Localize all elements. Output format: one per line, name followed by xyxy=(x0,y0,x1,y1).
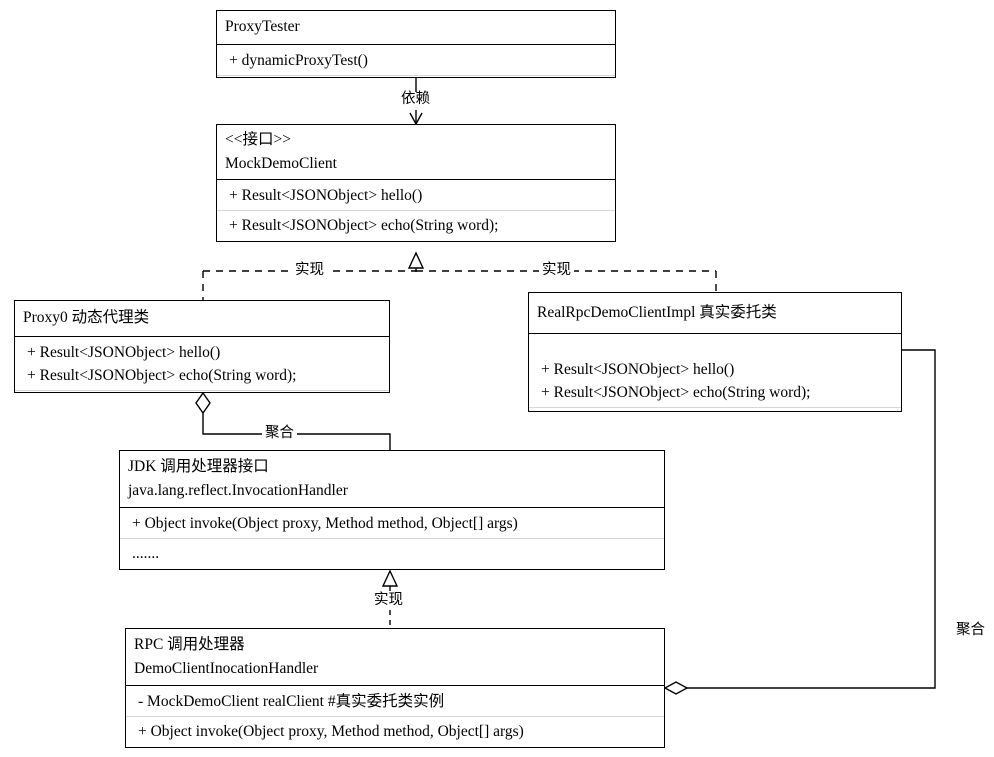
class-method: + Result<JSONObject> echo(String word); xyxy=(15,364,389,391)
class-method: + Object invoke(Object proxy, Method met… xyxy=(138,722,524,740)
dependency-open-arrowhead-icon xyxy=(409,112,423,126)
class-stereotype-interface: <<接口>> xyxy=(225,130,291,148)
class-header-real-rpc-demo-client-impl: RealRpcDemoClientImpl 真实委托类 xyxy=(529,293,901,334)
class-box-proxy-tester[interactable]: ProxyTester + dynamicProxyTest() xyxy=(216,10,616,78)
class-header-invocation-handler: JDK 调用处理器接口 java.lang.reflect.Invocation… xyxy=(120,451,664,508)
class-header-demo-client-invocation-handler: RPC 调用处理器 DemoClientInocationHandler xyxy=(126,629,664,686)
class-qualified-name-invocation-handler: java.lang.reflect.InvocationHandler xyxy=(128,481,348,499)
class-method: + Result<JSONObject> hello() xyxy=(27,343,221,361)
class-box-invocation-handler[interactable]: JDK 调用处理器接口 java.lang.reflect.Invocation… xyxy=(119,450,665,570)
edge-label-aggregation-left: 聚合 xyxy=(262,426,297,441)
class-methods-mock-demo-client: + Result<JSONObject> hello() + Result<JS… xyxy=(217,180,615,242)
class-name-proxy-tester: ProxyTester xyxy=(225,18,300,36)
class-name-proxy0: Proxy0 动态代理类 xyxy=(23,309,150,327)
class-name-mock-demo-client: MockDemoClient xyxy=(225,154,337,172)
class-method: + Result<JSONObject> hello() xyxy=(217,181,615,211)
class-name-invocation-handler: JDK 调用处理器接口 xyxy=(128,457,269,475)
class-methods-invocation-handler: + Object invoke(Object proxy, Method met… xyxy=(120,508,664,570)
class-header-mock-demo-client: <<接口>> MockDemoClient xyxy=(217,125,615,180)
edge-label-aggregation-right: 聚合 xyxy=(953,623,988,638)
class-name-real-rpc-demo-client-impl: RealRpcDemoClientImpl 真实委托类 xyxy=(537,303,777,321)
edge-label-realize-handler: 实现 xyxy=(371,593,406,608)
class-method-ellipsis: ....... xyxy=(132,544,160,562)
class-box-mock-demo-client[interactable]: <<接口>> MockDemoClient + Result<JSONObjec… xyxy=(216,124,616,242)
class-methods-proxy0: + Result<JSONObject> hello() + Result<JS… xyxy=(15,337,389,393)
aggregation-diamond-demohandler-icon xyxy=(663,681,689,695)
class-qualified-name-demo-client-invocation-handler: DemoClientInocationHandler xyxy=(134,659,319,677)
aggregation-diamond-proxy0-icon xyxy=(195,391,211,415)
class-box-real-rpc-demo-client-impl[interactable]: RealRpcDemoClientImpl 真实委托类 + Result<JSO… xyxy=(528,292,902,412)
class-methods-proxy-tester: + dynamicProxyTest() xyxy=(217,45,615,77)
realize-triangle-arrowhead-icon xyxy=(407,251,425,269)
class-name-demo-client-invocation-handler: RPC 调用处理器 xyxy=(134,635,245,653)
class-method: + Result<JSONObject> hello() xyxy=(541,360,735,378)
edge-label-realize-right: 实现 xyxy=(539,263,574,278)
realize-triangle-arrowhead-handler-icon xyxy=(381,569,399,587)
class-field: - MockDemoClient realClient #真实委托类实例 xyxy=(126,687,664,717)
class-method: + Result<JSONObject> echo(String word); xyxy=(229,216,499,234)
edge-label-realize-left: 实现 xyxy=(292,263,327,278)
class-header-proxy0: Proxy0 动态代理类 xyxy=(15,301,389,337)
edge-label-dependency: 依赖 xyxy=(398,92,433,107)
class-box-demo-client-invocation-handler[interactable]: RPC 调用处理器 DemoClientInocationHandler - M… xyxy=(125,628,665,748)
class-method: + Object invoke(Object proxy, Method met… xyxy=(120,509,664,539)
class-members-demo-client-invocation-handler: - MockDemoClient realClient #真实委托类实例 + O… xyxy=(126,686,664,748)
class-header-proxy-tester: ProxyTester xyxy=(217,11,615,45)
class-methods-real-rpc-demo-client-impl: + Result<JSONObject> hello() + Result<JS… xyxy=(529,334,901,411)
class-method: + dynamicProxyTest() xyxy=(217,46,615,76)
class-method: + Result<JSONObject> echo(String word); xyxy=(529,381,901,408)
class-box-proxy0[interactable]: Proxy0 动态代理类 + Result<JSONObject> hello(… xyxy=(14,300,390,393)
